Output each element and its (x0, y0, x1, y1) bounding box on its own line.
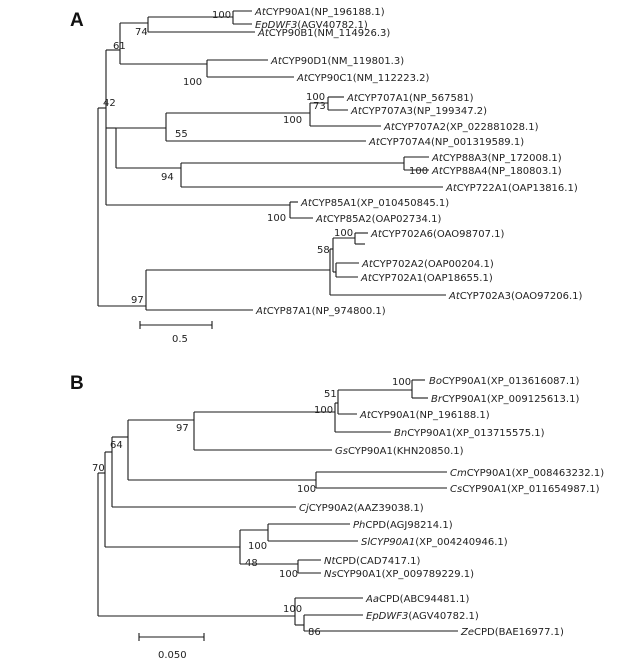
panel-a-branches (97, 10, 446, 329)
bootstrap-value: 86 (308, 627, 321, 638)
bootstrap-value: 74 (135, 27, 148, 38)
bootstrap-value: 58 (317, 245, 330, 256)
taxon-label: NtCPD(CAD7417.1) (324, 556, 421, 567)
taxon-label: AtCYP702A6(OAO98707.1) (370, 229, 504, 240)
taxon-label: AtCYP85A2(OAP02734.1) (315, 214, 441, 225)
taxon-label: AtCYP707A1(NP_567581) (346, 93, 474, 104)
taxon-label: ZeCPD(BAE16977.1) (460, 627, 564, 638)
taxon-label: CmCYP90A1(XP_008463232.1) (450, 468, 604, 479)
bootstrap-value: 100 (306, 92, 325, 103)
scale-bar-label: 0.5 (172, 334, 188, 345)
taxon-label: AtCYP702A3(OAO97206.1) (448, 291, 582, 302)
bootstrap-value: 100 (183, 77, 202, 88)
bootstrap-value: 100 (279, 569, 298, 580)
taxon-label: AtCYP90A1(NP_196188.1) (254, 7, 385, 18)
bootstrap-value: 100 (297, 484, 316, 495)
bootstrap-value: 100 (212, 10, 231, 21)
panel-b-bootstrap: 100 51 100 97 64 100 70 100 100 48 100 8… (92, 377, 411, 638)
taxon-label: AtCYP90B1(NM_114926.3) (257, 28, 390, 39)
bootstrap-value: 100 (248, 541, 267, 552)
scale-bar-label: 0.050 (158, 650, 187, 661)
taxon-label: AtCYP88A3(NP_172008.1) (431, 153, 562, 164)
bootstrap-value: 70 (92, 463, 105, 474)
taxon-label: AtCYP90C1(NM_112223.2) (296, 73, 430, 84)
bootstrap-value: 100 (392, 377, 411, 388)
taxon-label: AtCYP87A1(NP_974800.1) (255, 306, 386, 317)
bootstrap-value: 100 (267, 213, 286, 224)
taxon-label: CsCYP90A1(XP_011654987.1) (450, 484, 600, 495)
taxon-label: AtCYP707A2(XP_022881028.1) (383, 122, 539, 133)
taxon-label: EpDWF3(AGV40782.1) (366, 611, 479, 622)
bootstrap-value: 64 (110, 440, 123, 451)
bootstrap-value: 48 (245, 558, 258, 569)
taxon-label: AtCYP90D1(NM_119801.3) (270, 56, 404, 67)
bootstrap-value: 94 (161, 172, 174, 183)
taxon-label: AtCYP707A4(NP_001319589.1) (368, 137, 524, 148)
taxon-label: AtCYP722A1(OAP13816.1) (445, 183, 578, 194)
panel-b: B (70, 373, 604, 661)
panel-a-bootstrap: 100 74 61 100 42 100 73 100 55 94 100 10… (103, 10, 428, 306)
taxon-label: AaCPD(ABC94481.1) (365, 594, 469, 605)
panel-b-label: B (70, 373, 84, 394)
bootstrap-value: 100 (314, 405, 333, 416)
panel-a-taxa: AtCYP90A1(NP_196188.1) EpDWF3(AGV40782.1… (254, 7, 582, 317)
taxon-label: AtCYP85A1(XP_010450845.1) (300, 198, 449, 209)
panel-b-taxa: BoCYP90A1(XP_013616087.1) BrCYP90A1(XP_0… (299, 376, 604, 638)
bootstrap-value: 61 (113, 41, 126, 52)
panel-a: A (70, 7, 582, 345)
bootstrap-value: 42 (103, 98, 116, 109)
bootstrap-value: 51 (324, 389, 337, 400)
taxon-label: BnCYP90A1(XP_013715575.1) (394, 428, 545, 439)
taxon-label: AtCYP90A1(NP_196188.1) (359, 410, 490, 421)
bootstrap-value: 100 (283, 604, 302, 615)
bootstrap-value: 100 (334, 228, 353, 239)
panel-a-label: A (70, 10, 84, 31)
bootstrap-value: 97 (176, 423, 189, 434)
taxon-label: AtCYP702A2(OAP00204.1) (361, 259, 494, 270)
bootstrap-value: 73 (313, 101, 326, 112)
taxon-label: SlCYP90A1(XP_004240946.1) (361, 537, 508, 548)
taxon-label: AtCYP702A1(OAP18655.1) (360, 273, 493, 284)
panel-b-branches (97, 379, 458, 641)
taxon-label: BoCYP90A1(XP_013616087.1) (429, 376, 579, 387)
taxon-label: AtCYP707A3(NP_199347.2) (350, 106, 487, 117)
taxon-label: BrCYP90A1(XP_009125613.1) (431, 394, 579, 405)
taxon-label: GsCYP90A1(KHN20850.1) (335, 446, 464, 457)
taxon-label: AtCYP88A4(NP_180803.1) (431, 166, 562, 177)
bootstrap-value: 55 (175, 129, 188, 140)
bootstrap-value: 97 (131, 295, 144, 306)
taxon-label: NsCYP90A1(XP_009789229.1) (324, 569, 474, 580)
bootstrap-value: 100 (283, 115, 302, 126)
bootstrap-value: 100 (409, 166, 428, 177)
taxon-label: EpDWF3(AGV40782.1) (255, 20, 368, 31)
taxon-label: PhCPD(AGJ98214.1) (353, 520, 453, 531)
taxon-label: CjCYP90A2(AAZ39038.1) (299, 503, 424, 514)
